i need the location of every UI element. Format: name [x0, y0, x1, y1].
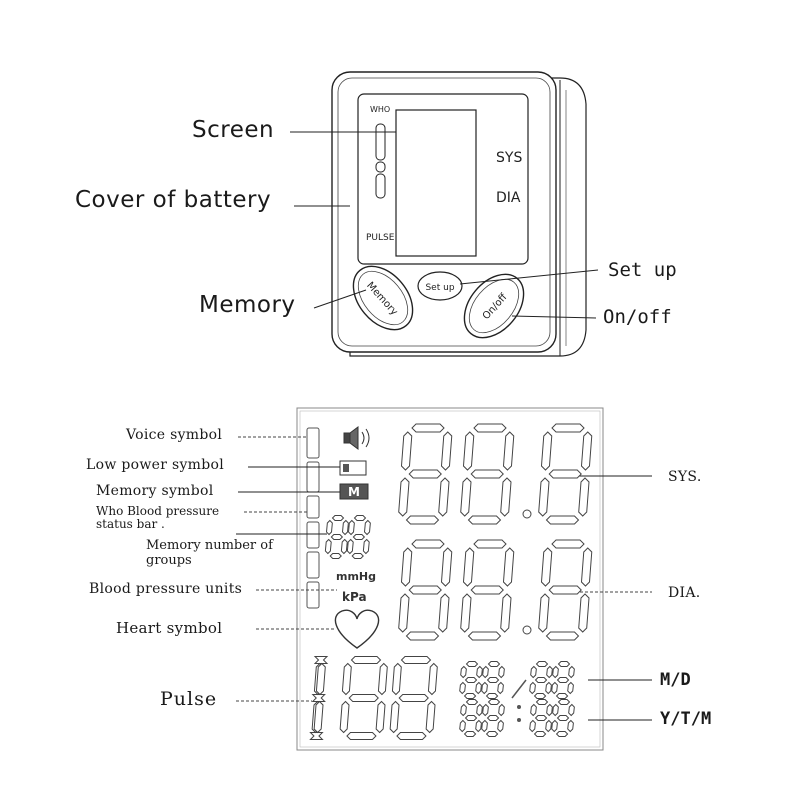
callout-screen: Screen [192, 117, 275, 143]
dia-digit-1 [398, 539, 453, 641]
callout-battery: Cover of battery [75, 187, 272, 213]
heart-icon [334, 609, 380, 649]
setup-button[interactable]: Set up [417, 271, 463, 301]
unit-kpa: kPa [342, 590, 367, 604]
label-md: M/D [660, 670, 691, 690]
dia-indicator: DIA [496, 190, 521, 206]
onoff-button[interactable]: On/off [452, 263, 535, 349]
label-memory-symbol: Memory symbol [96, 483, 214, 499]
label-memory-groups: Memory number of groups [146, 538, 273, 568]
pulse-digit-1 [309, 656, 329, 740]
unit-mmhg: mmHg [336, 570, 376, 583]
dia-digit-3 [538, 539, 593, 641]
segment-layer [309, 423, 593, 740]
who-status-bar [306, 427, 320, 609]
sys-digit-2 [460, 423, 515, 525]
memory-group-digit-2 [346, 515, 371, 559]
speaker-icon [343, 426, 370, 450]
ytm-digit-4 [551, 699, 575, 737]
label-pulse: Pulse [160, 688, 218, 710]
sys-decimal-point [522, 509, 532, 519]
ytm-digit-3 [529, 699, 553, 737]
battery-icon [339, 460, 367, 476]
label-ytm: Y/T/M [660, 709, 712, 729]
label-voice-symbol: Voice symbol [126, 427, 223, 443]
setup-leader [459, 269, 599, 285]
md-digit-1 [459, 661, 483, 699]
label-sys: SYS. [668, 469, 702, 485]
memory-group-digit-1 [324, 515, 349, 559]
dia-digit-2 [460, 539, 515, 641]
onoff-leader [511, 315, 597, 319]
setup-button-label: Set up [425, 283, 454, 293]
ytm-digit-1 [459, 699, 483, 737]
pulse-digit-3 [389, 656, 438, 740]
md-digit-3 [529, 661, 553, 699]
label-units: Blood pressure units [89, 581, 243, 597]
label-who-bar: Who Blood pressure status bar . [96, 504, 220, 531]
callout-memory: Memory [199, 292, 296, 318]
device-screen [395, 109, 477, 257]
memory-icon-letter: M [348, 485, 360, 499]
label-heart: Heart symbol [116, 619, 223, 637]
md-digit-2 [481, 661, 505, 699]
callout-onoff: On/off [603, 306, 672, 328]
memory-leader [313, 289, 367, 309]
md-digit-4 [551, 661, 575, 699]
sys-indicator: SYS [496, 150, 522, 166]
memory-icon: M [339, 483, 369, 500]
label-low-power: Low power symbol [86, 457, 224, 473]
sys-digit-1 [398, 423, 453, 525]
ytm-digit-2 [481, 699, 505, 737]
sys-digit-3 [538, 423, 593, 525]
callout-setup: Set up [608, 259, 677, 281]
pulse-digit-2 [339, 656, 388, 740]
dia-decimal-point [522, 625, 532, 635]
pulse-indicator: PULSE [366, 233, 395, 243]
label-dia: DIA. [668, 585, 701, 601]
who-indicator: WHO [370, 105, 390, 114]
memory-button[interactable]: Memory [341, 255, 424, 341]
